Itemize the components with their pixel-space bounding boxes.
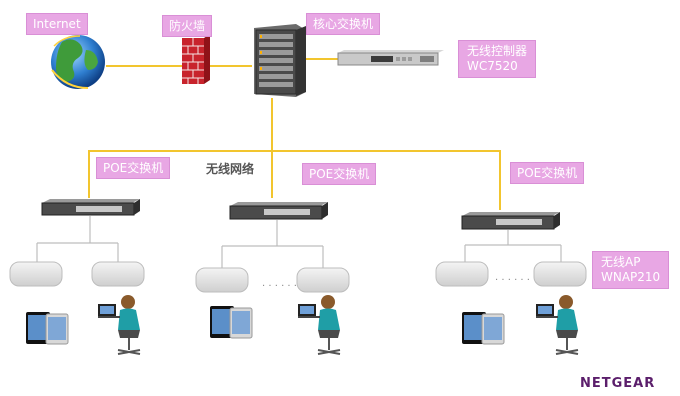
internet-label: Internet	[26, 13, 88, 35]
ellipsis-right: . . . . . .	[495, 272, 530, 283]
access-point-icon	[533, 261, 587, 287]
wireless-controller-icon	[337, 50, 444, 66]
tablet-icon	[210, 306, 253, 339]
wireless-controller-name: 无线控制器	[467, 44, 528, 58]
access-point-label: 无线AP WNAP210	[592, 251, 670, 289]
laptop-user-icon	[536, 295, 579, 355]
access-point-icon	[296, 267, 350, 293]
poe-switch-left-label: POE交换机	[96, 157, 171, 179]
poe-switch-right-icon	[461, 212, 560, 230]
access-lines	[36, 216, 562, 268]
wireless-controller-model: WC7520	[467, 59, 518, 73]
wireless-controller-label: 无线控制器 WC7520	[458, 40, 537, 78]
access-point-icon	[9, 261, 63, 287]
distribution-bus	[88, 150, 501, 210]
poe-switch-middle-icon	[229, 202, 328, 220]
wireless-network-label: 无线网络	[206, 162, 255, 176]
tablet-icon	[462, 312, 505, 345]
uplink-lines	[88, 58, 501, 210]
access-point-icon	[195, 267, 249, 293]
laptop-user-icon	[298, 295, 341, 355]
poe-switch-left-icon	[41, 199, 140, 216]
ellipsis-middle: . . . . . .	[262, 278, 297, 289]
firewall-icon	[182, 34, 210, 84]
access-point-icon	[435, 261, 489, 287]
poe-switch-middle-label: POE交换机	[302, 163, 377, 185]
firewall-label: 防火墙	[162, 15, 213, 37]
poe-switch-right-label: POE交换机	[510, 162, 585, 184]
tablet-icon	[26, 312, 69, 345]
laptop-user-icon	[98, 295, 141, 355]
netgear-logo: NETGEAR	[580, 376, 656, 391]
access-point-name: 无线AP	[601, 255, 641, 269]
core-switch-icon	[254, 24, 306, 97]
core-switch-label: 核心交换机	[306, 13, 381, 35]
access-point-icon	[91, 261, 145, 287]
internet-globe-icon	[51, 35, 105, 89]
access-point-model: WNAP210	[601, 270, 661, 284]
